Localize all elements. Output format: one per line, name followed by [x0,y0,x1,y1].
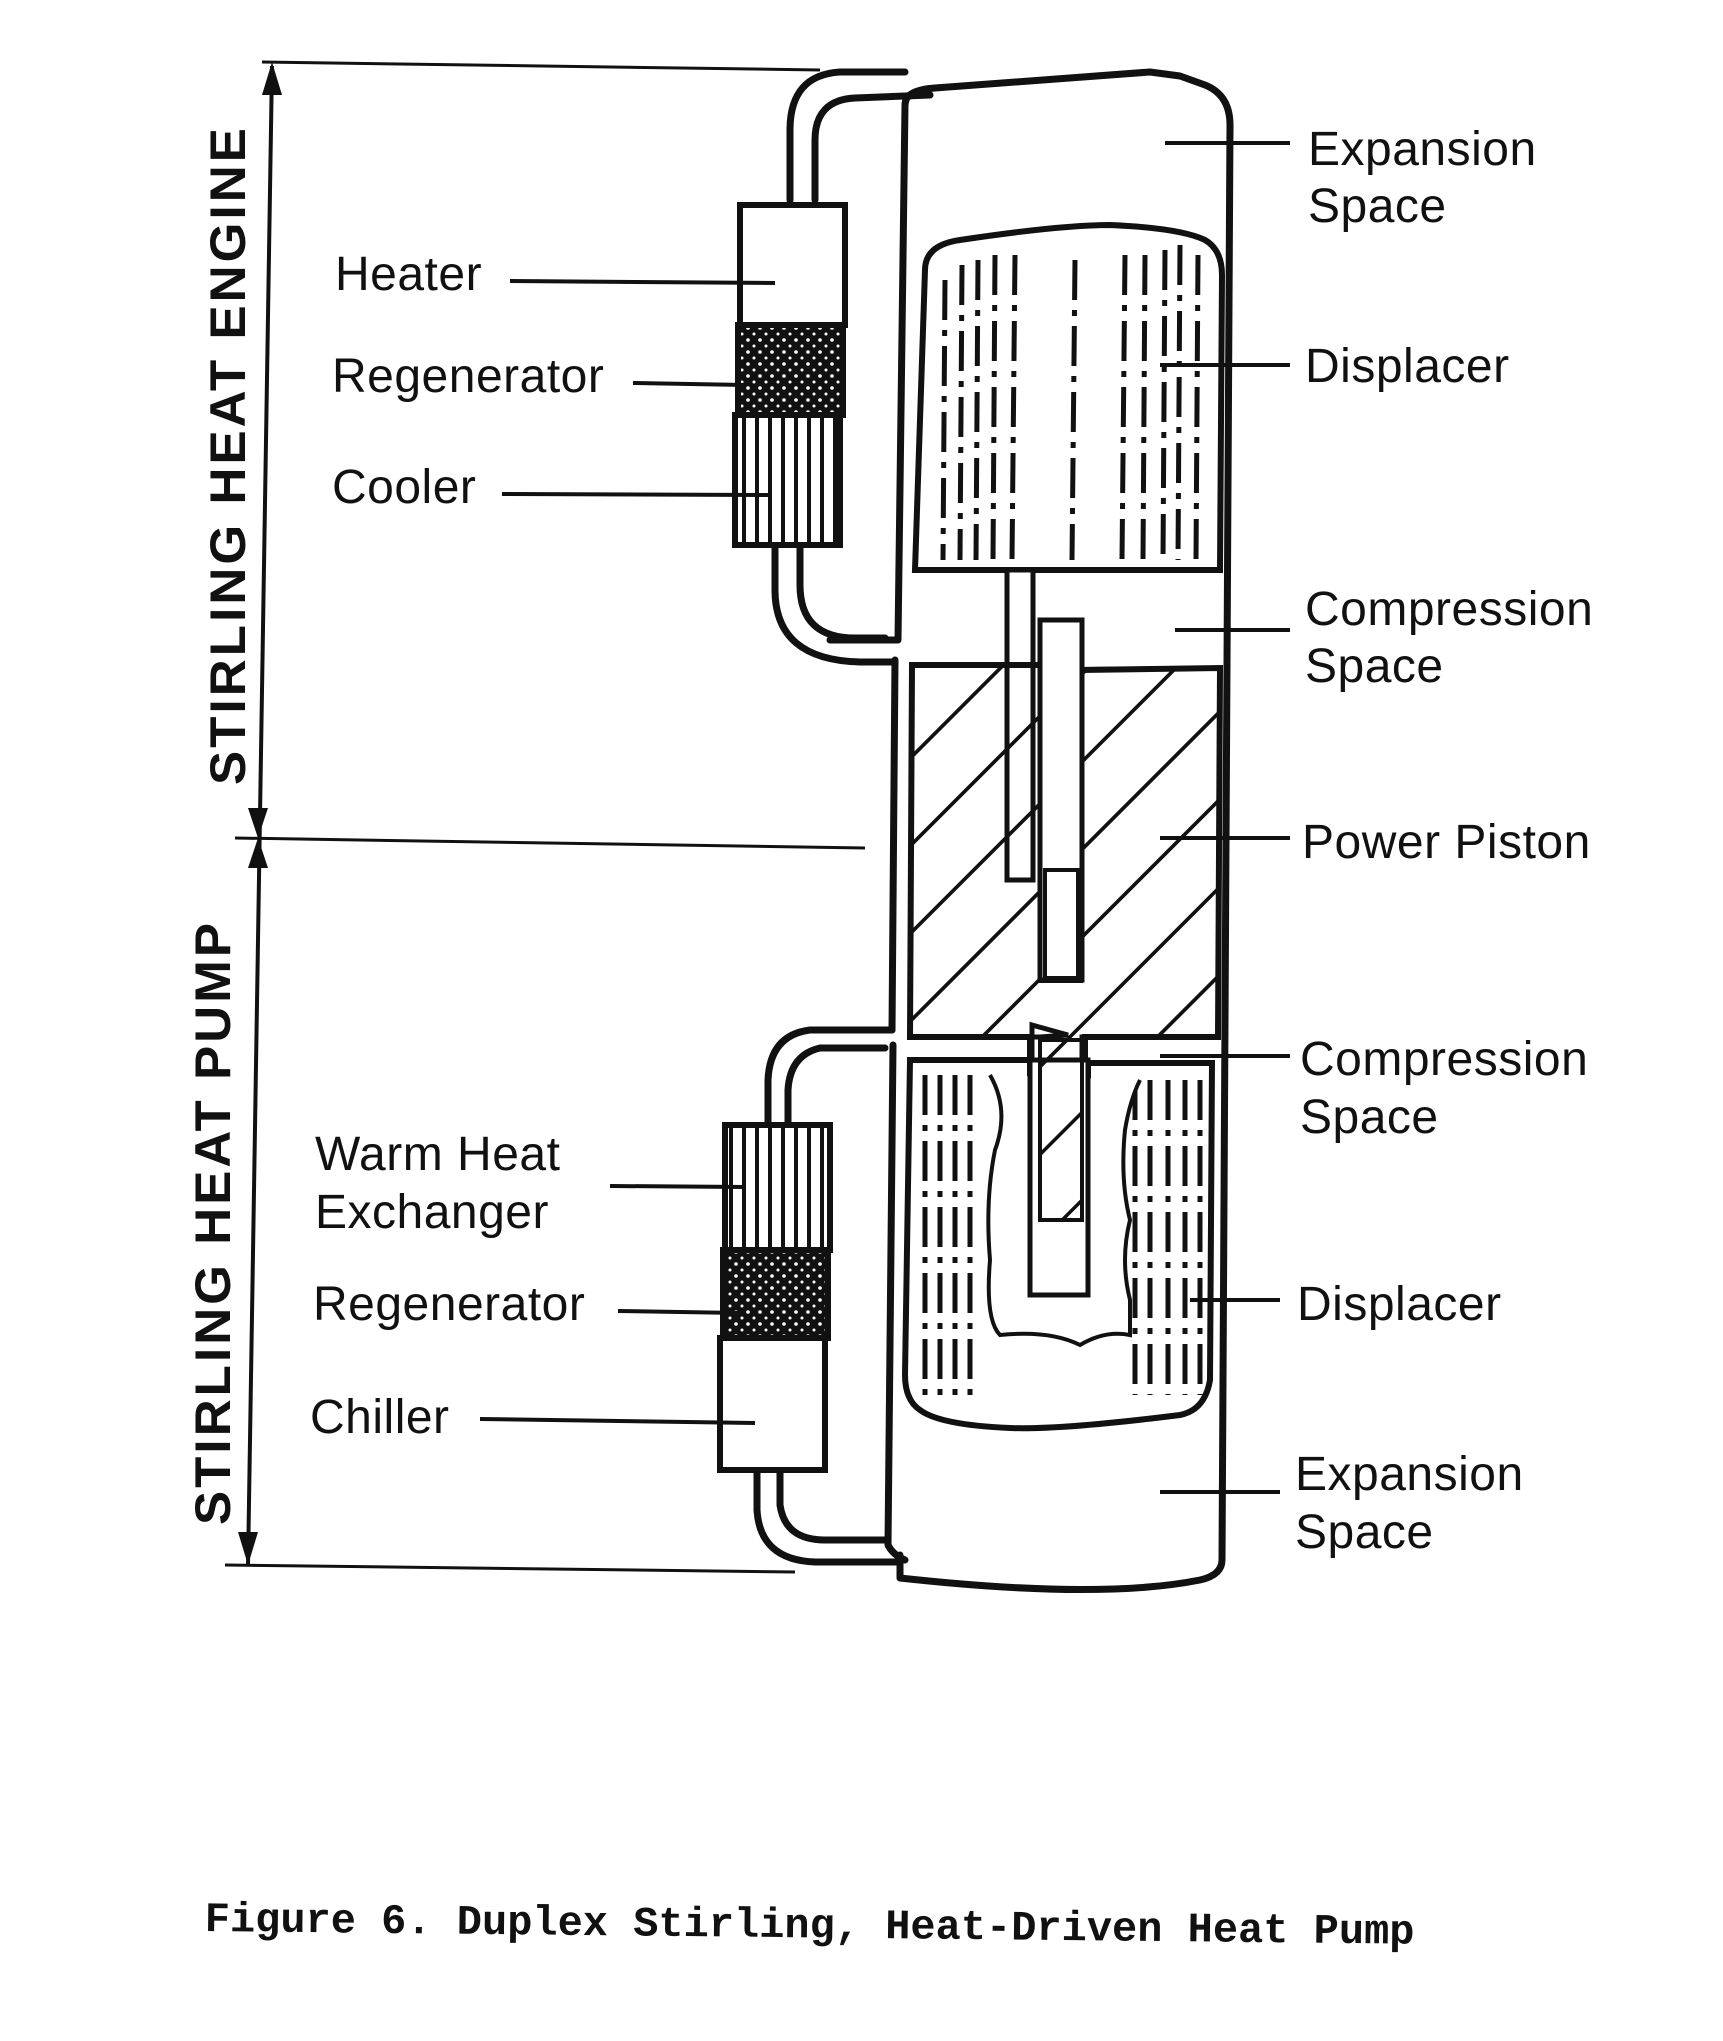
label-compression-space-bottom-2: Space [1300,1091,1439,1144]
regenerator-top-block [735,322,846,418]
label-chiller: Chiller [310,1391,450,1444]
label-compression-space-bottom-1: Compression [1300,1033,1588,1086]
label-warm-heat-exchanger-line2: Exchanger [315,1186,549,1239]
left-leader-lines [479,279,776,1425]
label-regenerator-bottom: Regenerator [313,1278,585,1331]
upper-heat-exchanger-stack [732,202,848,548]
lower-heat-exchanger-stack [717,1122,833,1473]
label-expansion-space-bottom-1: Expansion [1295,1448,1524,1501]
arrow-bottom [238,1532,258,1565]
label-displacer-bottom: Displacer [1297,1278,1502,1331]
label-stirling-heat-pump: STIRLING HEAT PUMP [185,920,241,1525]
regenerator-bottom-block [720,1247,831,1341]
top-extension-line [261,60,821,72]
label-warm-heat-exchanger-line1: Warm Heat [315,1128,560,1181]
label-expansion-space-bottom-2: Space [1295,1506,1434,1559]
label-stirling-heat-engine: STIRLING HEAT ENGINE [200,125,256,785]
label-expansion-space-top-2: Space [1308,180,1447,233]
label-displacer-top: Displacer [1305,340,1510,393]
heater-block [737,202,848,328]
label-regenerator-top: Regenerator [332,350,604,403]
label-compression-space-top-1: Compression [1305,583,1593,636]
label-heater: Heater [335,248,482,301]
dimension-lines [224,60,866,1574]
label-cooler: Cooler [332,461,476,514]
cooler-block [732,412,843,548]
upper-pipe-loop [771,68,934,666]
arrow-mid-upper [248,808,268,838]
power-piston [906,617,1224,1243]
arrow-top [262,62,282,95]
lower-displacer [901,1038,1216,1432]
bottom-extension-line [224,1563,796,1574]
lower-pipe-loop [753,1026,904,1566]
chiller-block [717,1335,828,1473]
mid-divider-line [234,836,866,850]
arrow-mid-lower [248,838,268,868]
label-power-piston: Power Piston [1302,816,1591,869]
label-compression-space-top-2: Space [1305,640,1444,693]
label-expansion-space-top-1: Expansion [1308,123,1537,176]
right-leader-lines [1160,141,1290,1494]
